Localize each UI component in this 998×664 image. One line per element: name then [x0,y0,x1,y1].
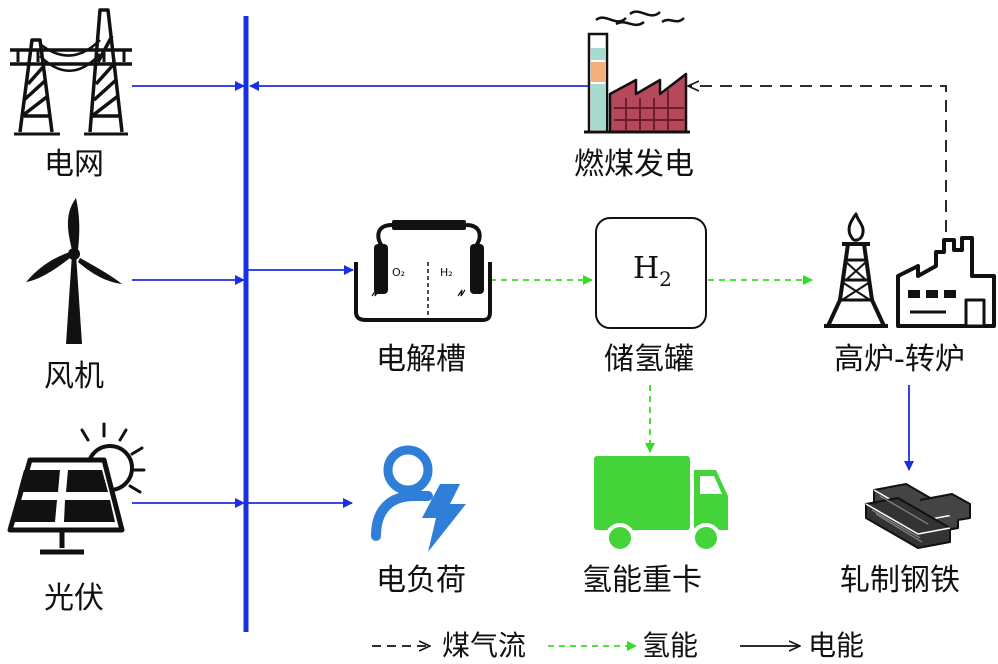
electrolyzer-o2-mark: O₂ [392,266,405,279]
furnace-gas-to-coal-line [688,86,947,232]
electrolyzer-h2-mark: H₂ [440,266,453,279]
power-tower-icon [10,8,132,136]
lightning-icon [422,484,466,552]
label-h2-tank: 储氢罐 [604,342,694,377]
legend-gas-label: 煤气流 [442,629,527,662]
electric-flows [132,81,914,508]
tank-symbol-sub: 2 [659,267,672,291]
label-solar: 光伏 [44,581,104,616]
furnace-icon [824,212,996,328]
label-truck: 氢能重卡 [582,563,702,598]
truck-icon [594,456,728,553]
label-steel: 轧制钢铁 [840,563,960,598]
hydrogen-tank-icon: H2 [595,217,707,329]
steel-ingot-icon [865,483,971,549]
legend-hydrogen-label: 氢能 [642,629,699,662]
legend-electric-label: 电能 [808,629,865,662]
hydrogen-flows [490,275,813,453]
label-wind: 风机 [44,359,104,394]
label-electrolyzer: 电解槽 [376,342,466,377]
tank-symbol-h: H [633,251,659,286]
label-furnace: 高炉-转炉 [834,342,965,377]
label-load: 电负荷 [376,563,466,598]
label-coal-plant: 燃煤发电 [574,147,694,182]
label-grid: 电网 [44,147,104,182]
electrolyzer-icon: O₂ H₂ [354,220,492,322]
load-person-icon [371,445,466,552]
wind-turbine-icon [26,198,122,344]
coal-plant-icon [584,10,690,134]
svg-text:H2: H2 [633,251,672,291]
solar-panel-icon [7,422,146,555]
